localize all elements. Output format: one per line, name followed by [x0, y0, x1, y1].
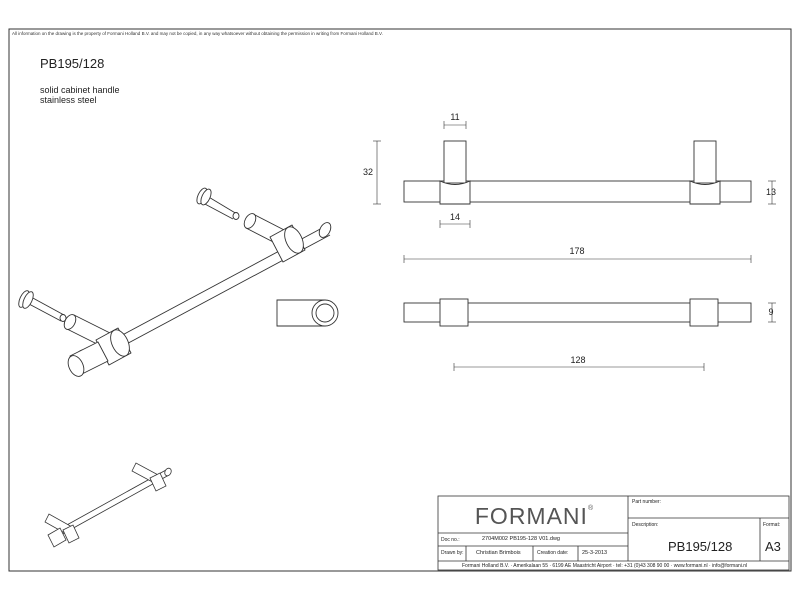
upper-screw: [196, 187, 240, 220]
description-value: PB195/128: [668, 539, 733, 554]
part-title: PB195/128: [40, 56, 105, 71]
isometric-view-small: [44, 462, 172, 548]
doc-no-value: 2704M002 PB195-128 V01.dwg: [482, 536, 560, 542]
dim-height: 32: [362, 167, 374, 177]
brand-name: FORMANI: [474, 503, 588, 529]
sheet-border: [8, 28, 792, 572]
product-description: solid cabinet handle: [40, 85, 120, 95]
company-footer: Formani Holland B.V. · Amerikalaan 55 · …: [462, 563, 748, 569]
isometric-view-large: [18, 187, 332, 377]
product-material: stainless steel: [40, 95, 97, 105]
front-view: [403, 140, 752, 205]
dim-bar-height: 13: [765, 187, 777, 197]
registered-mark: ®: [587, 505, 594, 512]
dim-center-distance: 128: [570, 355, 586, 365]
creation-date-value: 25-3-2013: [582, 550, 608, 556]
collar-detail-view: [276, 299, 339, 327]
format-label: Format:: [763, 522, 781, 528]
top-view: [403, 298, 752, 327]
brand-logo: FORMANI®: [440, 503, 628, 530]
drawn-by-value: Christian Brimbois: [476, 550, 521, 556]
creation-date-label: Creation date:: [537, 550, 569, 556]
dimension-lines: [373, 121, 776, 371]
bar-end: [67, 341, 109, 377]
dim-bar-diameter: 9: [768, 307, 774, 317]
dim-foot-width: 11: [450, 112, 460, 122]
copyright-disclaimer: All information on the drawing is the pr…: [12, 31, 383, 36]
doc-no-label: Doc no.:: [441, 537, 460, 543]
drawn-by-label: Drawn by:: [441, 550, 464, 556]
title-block-frame: [437, 495, 790, 571]
lower-screw: [18, 290, 67, 322]
dim-overall-length: 178: [569, 246, 585, 256]
part-number-label: Part number:: [632, 499, 661, 505]
dim-collar-width: 14: [449, 212, 461, 222]
description-label: Description:: [632, 522, 659, 528]
format-value: A3: [765, 539, 781, 554]
upper-collar: [269, 224, 306, 263]
